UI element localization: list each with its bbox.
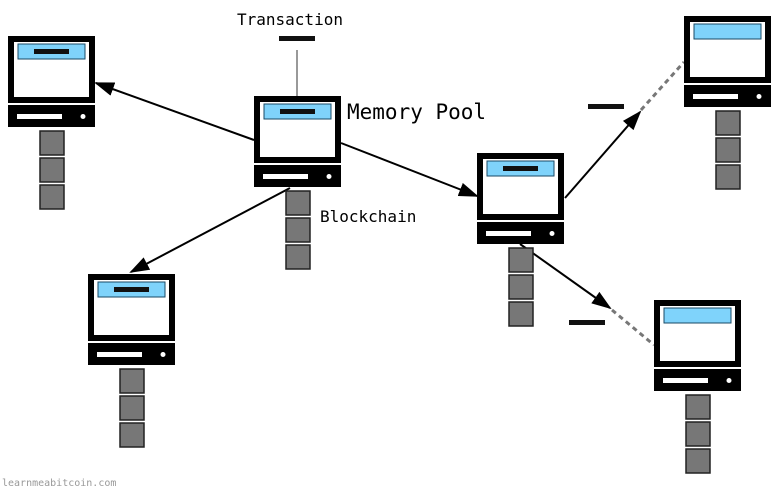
transaction-bar <box>280 109 315 114</box>
node-right-bottom <box>654 300 741 474</box>
power-light <box>160 352 166 357</box>
memory-pool-label: Memory Pool <box>347 100 487 124</box>
power-light <box>726 378 732 383</box>
edge-center-to-middle-right <box>340 142 479 197</box>
blockchain-block <box>39 130 65 156</box>
blockchain-block <box>285 190 311 216</box>
edge-middle-right-to-right-top <box>564 110 642 199</box>
edge-middle-right-to-right-bottom <box>519 243 612 310</box>
blockchain-block <box>715 137 741 163</box>
drive-slot <box>693 94 738 99</box>
transaction-bar <box>503 166 538 171</box>
drive-slot <box>486 231 531 236</box>
power-light <box>326 174 332 179</box>
drive-slot <box>17 114 62 119</box>
blockchain-block <box>508 247 534 273</box>
pending-edge-right-top <box>639 60 686 112</box>
node-left-bottom <box>88 274 175 448</box>
power-light <box>549 231 555 236</box>
drive-slot <box>663 378 708 383</box>
blockchain-block <box>39 157 65 183</box>
memory-pool-screen <box>663 307 732 324</box>
power-light <box>80 114 86 119</box>
propagating-transaction-bar <box>569 320 605 325</box>
blockchain-block <box>119 395 145 421</box>
drive-slot <box>263 174 308 179</box>
blockchain-block <box>685 421 711 447</box>
new-transaction-bar <box>279 36 315 41</box>
edge-center-to-left-top <box>94 82 255 141</box>
node-right-top <box>684 16 771 190</box>
node-middle-right <box>477 153 564 327</box>
edge-center-to-left-bottom <box>129 187 291 273</box>
blockchain-block <box>685 394 711 420</box>
blockchain-block <box>119 422 145 448</box>
blockchain-label: Blockchain <box>320 207 417 226</box>
blockchain-block <box>119 368 145 394</box>
blockchain-block <box>39 184 65 210</box>
power-light <box>756 94 762 99</box>
transaction-bar <box>34 49 69 54</box>
node-left-top <box>8 36 95 210</box>
propagating-transaction-bar <box>588 104 624 109</box>
blockchain-block <box>715 110 741 136</box>
blockchain-block <box>715 164 741 190</box>
blockchain-block <box>508 301 534 327</box>
drive-slot <box>97 352 142 357</box>
transaction-label: Transaction <box>237 10 343 29</box>
pending-edge-right-bottom <box>611 308 655 347</box>
watermark: learnmeabitcoin.com <box>2 478 117 488</box>
blockchain-block <box>285 217 311 243</box>
node-center <box>254 96 341 270</box>
memory-pool-screen <box>693 23 762 40</box>
blockchain-block <box>285 244 311 270</box>
blockchain-block <box>685 448 711 474</box>
blockchain-block <box>508 274 534 300</box>
transaction-bar <box>114 287 149 292</box>
